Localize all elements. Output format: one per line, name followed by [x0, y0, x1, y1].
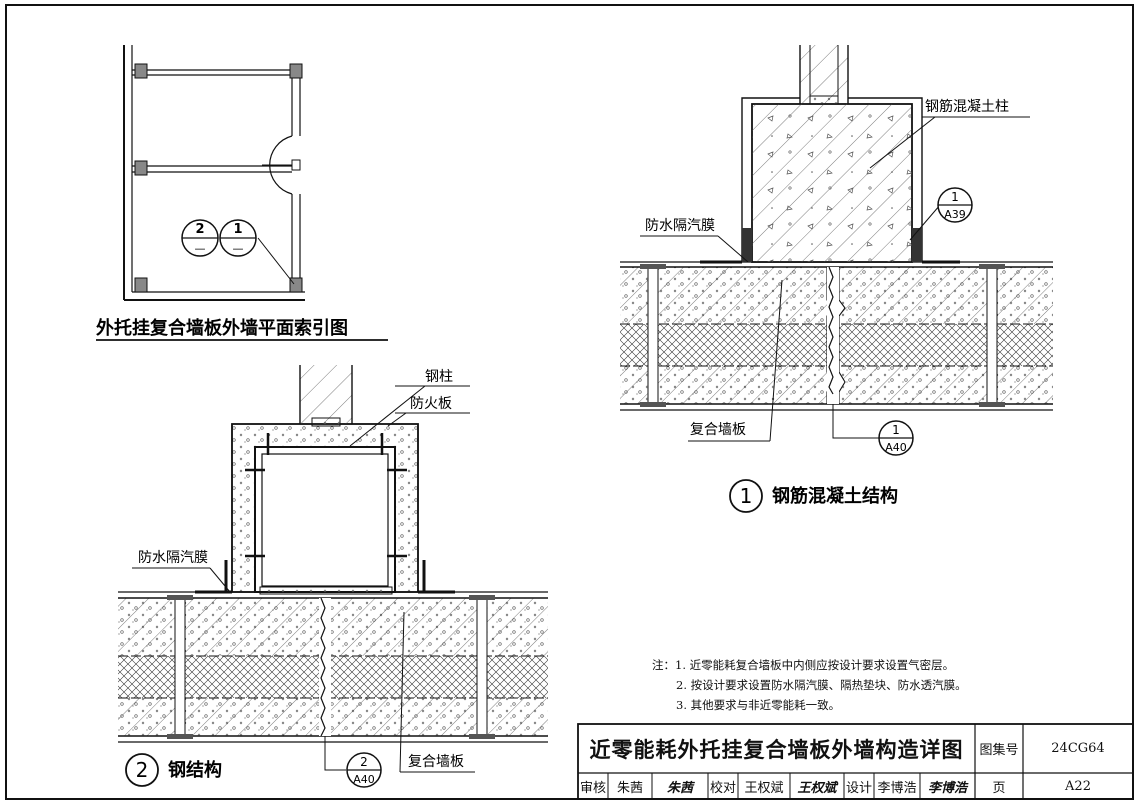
- notes-prefix: 注：: [652, 658, 675, 672]
- leader-d1-panel: [769, 279, 783, 442]
- design-signature: 李博浩: [927, 780, 967, 796]
- plan-callout-2-top: 2: [195, 222, 204, 237]
- note-item-1: 1. 近零能耗复合墙板中内侧应按设计要求设置气密层。: [675, 658, 955, 672]
- plan-callout-1-top: 1: [233, 222, 242, 237]
- leader-d1-membrane: [717, 235, 749, 263]
- d1-caption-text: 钢筋混凝土结构: [772, 485, 898, 507]
- d2-caption-text: 钢结构: [168, 759, 222, 781]
- d1-label-panel: 复合墙板: [690, 421, 746, 438]
- d2-label-fireboard: 防火板: [410, 396, 452, 412]
- d2-label-steel-column: 钢柱: [425, 369, 453, 385]
- leader-d1-column: [869, 116, 936, 169]
- notes: 注：1. 近零能耗复合墙板中内侧应按设计要求设置气密层。 2. 按设计要求设置防…: [652, 655, 967, 715]
- d2-label-membrane: 防水隔汽膜: [138, 550, 208, 566]
- sheet-border: [5, 4, 1134, 800]
- page-label: 页: [992, 780, 1006, 796]
- detail-2-steel: 钢柱 防火板 防水隔汽膜 复合墙板 2 A40 2 钢结构: [118, 365, 548, 788]
- check-label: 校对: [709, 780, 736, 796]
- d1-ref-a39-bottom: A39: [944, 208, 966, 221]
- leader-d2-panel: [399, 611, 405, 773]
- leader-d2-membrane: [209, 567, 231, 593]
- design-label: 设计: [845, 780, 872, 796]
- d1-caption-circle: [729, 479, 763, 513]
- atlas-label: 图集号: [979, 743, 1019, 758]
- detail-1-concrete: 钢筋混凝土柱 防水隔汽膜 复合墙板 1 A39 1 A40 1 钢筋混凝土结构: [620, 45, 1053, 513]
- check-signature: 王权斌: [797, 780, 837, 796]
- atlas-value: 24CG64: [1051, 741, 1105, 756]
- plan-index: 2 — 1 — 外托挂复合墙板外墙平面索引图: [96, 45, 388, 341]
- review-label: 审核: [579, 780, 606, 796]
- d1-caption-num: 1: [740, 484, 753, 508]
- d2-ref-a40-top: 2: [360, 755, 368, 769]
- check-name: 王权斌: [744, 780, 784, 796]
- d1-label-column: 钢筋混凝土柱: [925, 98, 1009, 115]
- plan-title: 外托挂复合墙板外墙平面索引图: [96, 317, 348, 339]
- d1-ref-a39-top: 1: [951, 190, 959, 204]
- leader-d2-fireboard: [387, 412, 407, 427]
- d2-label-panel: 复合墙板: [408, 753, 464, 770]
- plan-callout-1-bottom: —: [233, 242, 244, 255]
- page-value: A22: [1065, 778, 1091, 794]
- review-name: 朱茜: [616, 780, 643, 796]
- leader-d2-steel: [349, 385, 426, 447]
- drawing-title: 近零能耗外托挂复合墙板外墙构造详图: [589, 736, 964, 762]
- d2-ref-a40-bottom: A40: [353, 773, 375, 786]
- d1-ref-a40-bottom: A40: [885, 441, 907, 454]
- d2-caption-circle: [125, 753, 159, 787]
- note-item-3: 3. 其他要求与非近零能耗一致。: [676, 698, 841, 712]
- review-signature: 朱茜: [666, 780, 693, 796]
- note-item-2: 2. 按设计要求设置防水隔汽膜、隔热垫块、防水透汽膜。: [676, 678, 967, 692]
- d1-ref-a40-top: 1: [892, 423, 900, 437]
- d2-caption-num: 2: [136, 758, 149, 782]
- title-block: [577, 723, 1134, 800]
- plan-callout-2-bottom: —: [195, 242, 206, 255]
- d1-label-membrane: 防水隔汽膜: [645, 218, 715, 234]
- design-name: 李博浩: [877, 780, 917, 796]
